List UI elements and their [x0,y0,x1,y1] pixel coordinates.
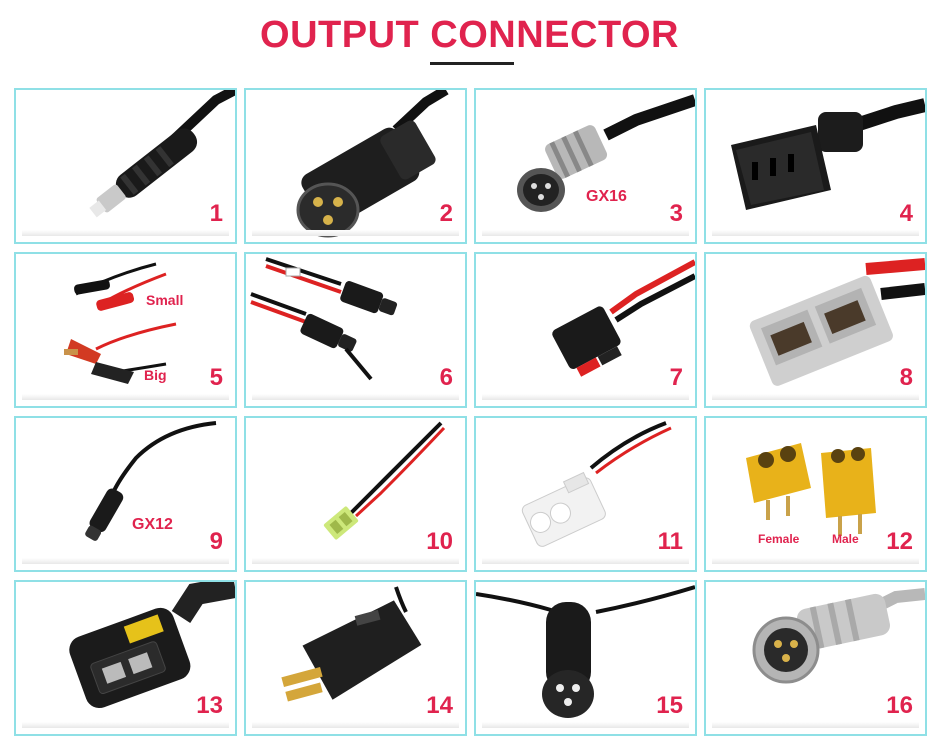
connector-cell-15: 15 [474,580,697,736]
connector-cell-11: 11 [474,416,697,572]
connector-number: 10 [426,528,453,555]
connector-cell-5: Small Big 5 [14,252,237,408]
3pin-round-plug-image [752,588,925,684]
connector-number: 12 [886,528,913,555]
male-label: Male [832,532,859,546]
gx12-aviation-plug-image [85,421,217,541]
connector-cell-12: Female Male 12 [704,416,927,572]
club-car-plug-image [281,586,422,702]
anderson-powerpole-image [552,259,695,377]
female-label: Female [758,532,800,546]
connector-cell-16: 16 [704,580,927,736]
small-clip-label: Small [146,292,184,308]
gx16-aviation-plug-image [517,94,695,212]
iec-c13-socket-image [731,98,925,210]
connector-number: 1 [209,200,223,227]
tamiya-plug-image [521,421,672,547]
connector-number: 5 [209,364,223,391]
connector-number: 4 [899,200,913,227]
xlr-plug-image [296,90,449,238]
connector-cell-7: 7 [474,252,697,408]
connector-type-label: GX16 [586,188,627,205]
connector-number: 14 [426,692,453,719]
connector-cell-3: GX16 3 [474,88,697,244]
connector-cell-10: 10 [244,416,467,572]
connector-number: 13 [196,692,223,719]
connector-cell-1: 1 [14,88,237,244]
connector-number: 3 [669,200,683,227]
connector-type-label: GX12 [132,516,173,533]
connector-number: 16 [886,692,913,719]
sae-connector-image [250,257,398,381]
connector-number: 11 [657,528,683,555]
connector-number: 7 [669,364,683,391]
connector-grid: 1 2 [14,88,927,736]
anderson-sb-connector-image [749,258,925,386]
mini-tamiya-plug-image [323,421,446,540]
connector-number: 15 [656,692,683,719]
page-title: OUTPUT CONNECTOR [260,14,679,56]
xt60-connectors-image [746,443,876,536]
ezgo-charger-plug-image [69,582,235,709]
triangle-3pin-plug-image [476,585,695,718]
connector-cell-6: 6 [244,252,467,408]
connector-cell-4: 4 [704,88,927,244]
connector-number: 6 [439,364,453,391]
connector-cell-8: 8 [704,252,927,408]
alligator-clips-image [64,262,177,384]
connector-cell-2: 2 [244,88,467,244]
connector-number: 2 [439,200,453,227]
connector-cell-14: 14 [244,580,467,736]
connector-number: 9 [209,528,223,555]
connector-cell-9: GX12 9 [14,416,237,572]
title-underline [430,62,514,65]
dc-barrel-plug-image [89,90,235,218]
connector-cell-13: 13 [14,580,237,736]
big-clip-label: Big [144,367,167,383]
connector-number: 8 [899,364,913,391]
